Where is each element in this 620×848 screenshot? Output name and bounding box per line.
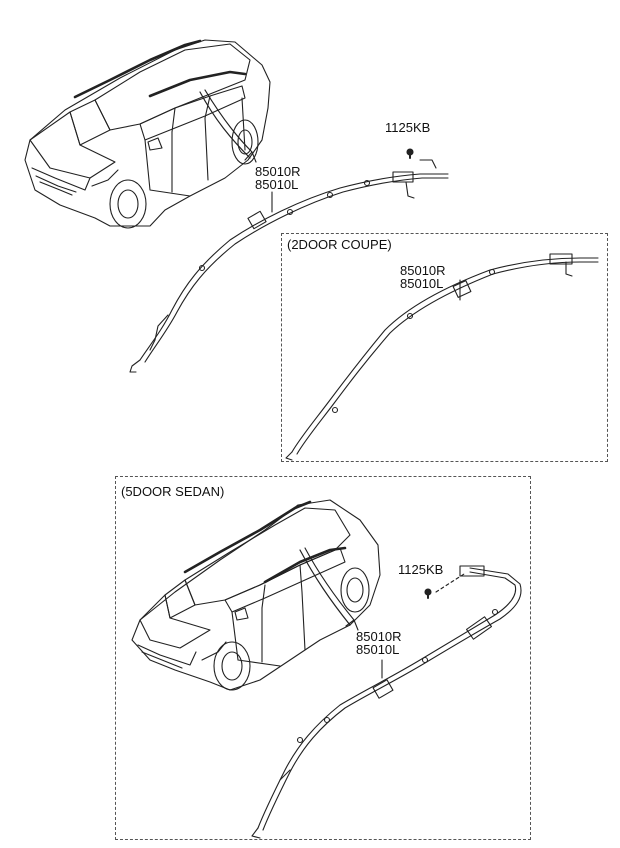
bolt-label-main: 1125KB: [385, 120, 431, 135]
sedan-panel-title: (5DOOR SEDAN): [121, 484, 225, 499]
bolt-label-sedan: 1125KB: [398, 562, 444, 577]
airbag-label-r-sedan: 85010R: [356, 629, 402, 644]
hatchback-car-illustration: [131, 499, 381, 691]
coupe-panel: (2DOOR COUPE): [281, 233, 608, 462]
airbag-label-r-main: 85010R: [255, 164, 301, 179]
coupe-panel-title: (2DOOR COUPE): [287, 237, 392, 252]
airbag-curtain-sedan: [251, 565, 522, 839]
airbag-curtain-coupe: [285, 253, 599, 461]
airbag-label-r-coupe: 85010R: [400, 263, 446, 278]
airbag-curtain-main: [129, 148, 449, 373]
airbag-label-l-sedan: 85010L: [356, 642, 400, 657]
sedan-panel: (5DOOR SEDAN): [115, 476, 531, 840]
airbag-label-l-coupe: 85010L: [400, 276, 444, 291]
airbag-label-l-main: 85010L: [255, 177, 299, 192]
sedan-car-illustration: [24, 39, 271, 229]
